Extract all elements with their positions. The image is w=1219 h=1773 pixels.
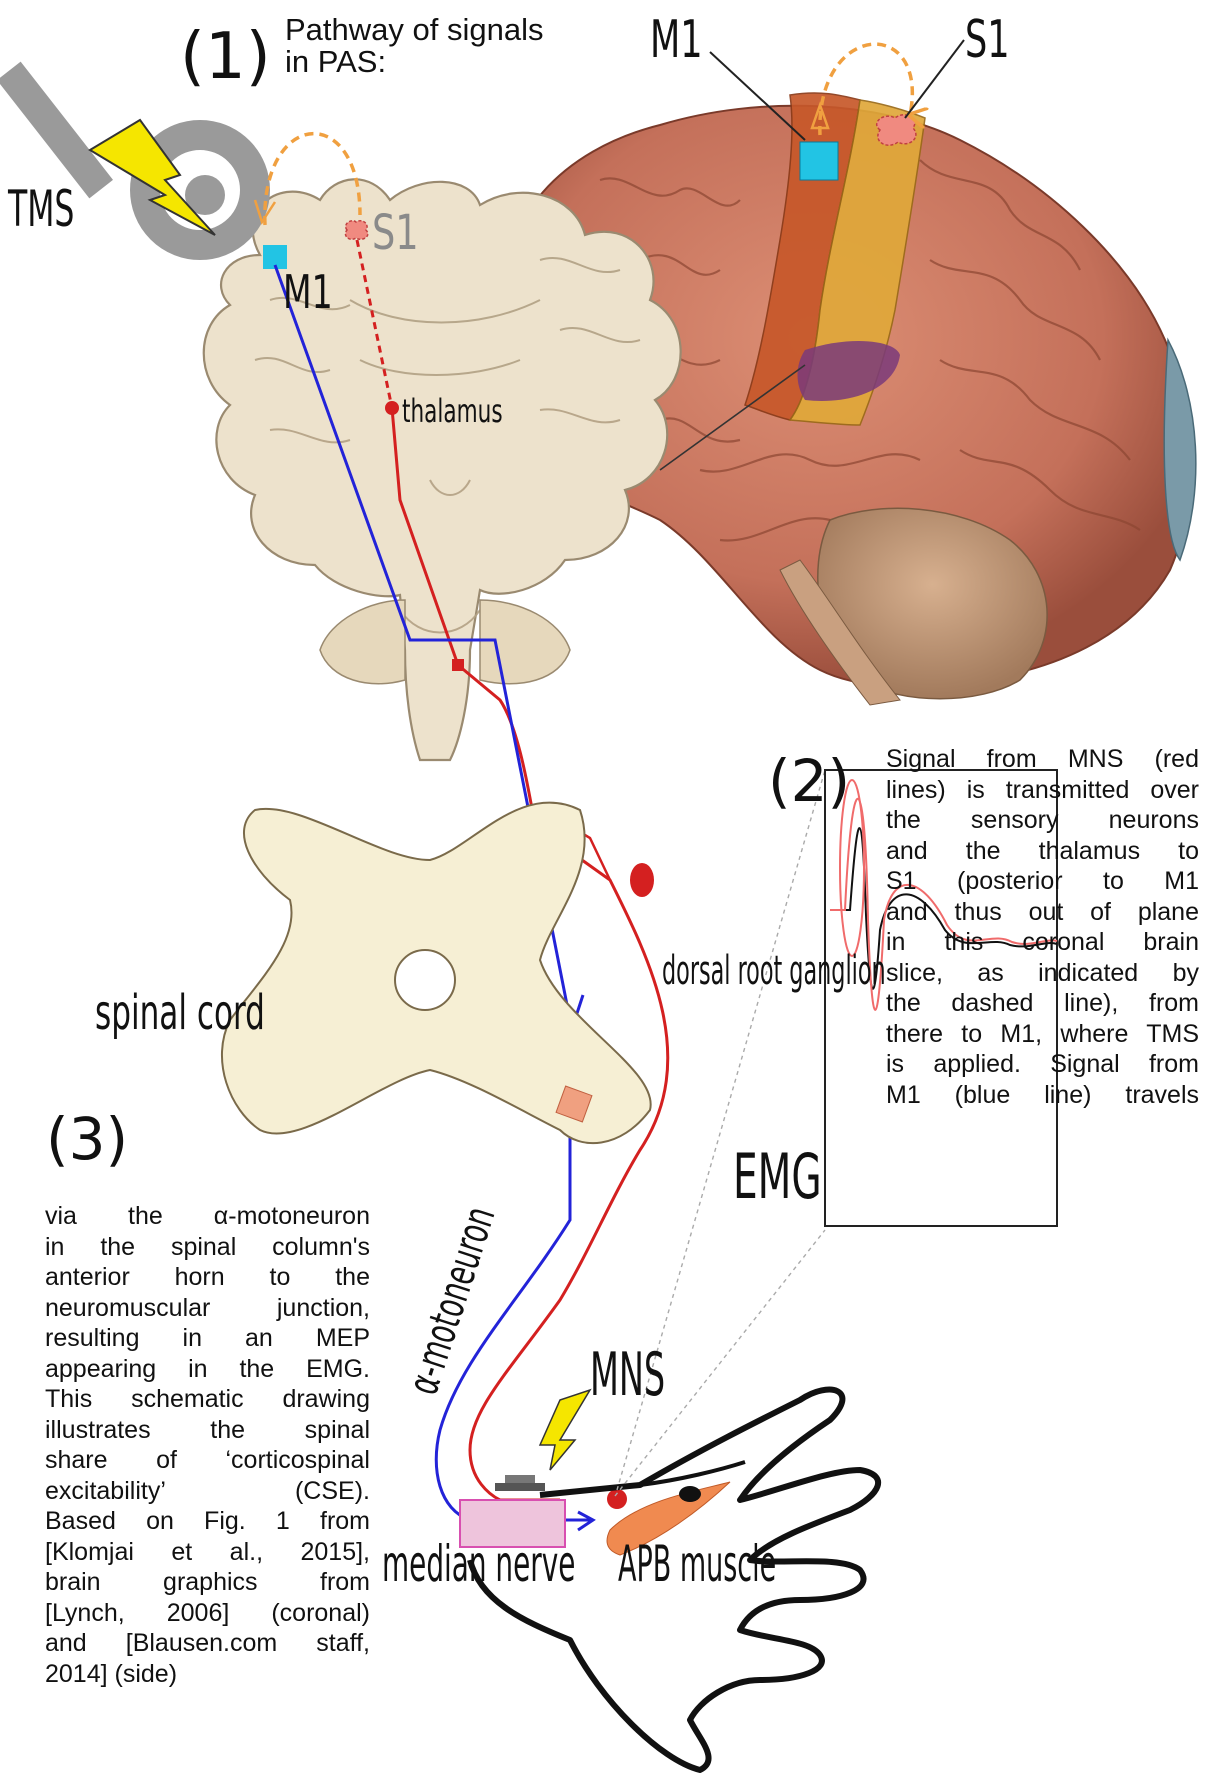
step2-line: there to M1, where TMS bbox=[886, 1019, 1199, 1050]
step2-line: M1 (blue line) travels bbox=[886, 1080, 1199, 1111]
step2-line: the sensory neurons bbox=[886, 805, 1199, 836]
step3-line: neuromuscular junction, bbox=[45, 1293, 370, 1324]
step3-line: appearing in the EMG. bbox=[45, 1354, 370, 1385]
step2-line: in this coronal brain bbox=[886, 927, 1199, 958]
s1-coronal-marker bbox=[345, 221, 367, 240]
step3-line: Based on Fig. 1 from bbox=[45, 1506, 370, 1537]
m1-side-label: M1 bbox=[650, 10, 703, 70]
spinal-cord-illustration bbox=[222, 803, 651, 1144]
step1-title-line2: in PAS: bbox=[285, 46, 543, 78]
s1-side-label: S1 bbox=[965, 10, 1010, 70]
thalamus-label: thalamus bbox=[402, 392, 503, 430]
dorsal-root-ganglion-label: dorsal root ganglion bbox=[662, 948, 886, 994]
mns-label: MNS bbox=[590, 1340, 665, 1410]
s1-side-marker bbox=[877, 115, 916, 145]
step3-line: anterior horn to the bbox=[45, 1262, 370, 1293]
step3-line: brain graphics from bbox=[45, 1567, 370, 1598]
step2-line: S1 (posterior to M1 bbox=[886, 866, 1199, 897]
m1-coronal-label: M1 bbox=[283, 265, 333, 319]
step2-paragraph: Signal from MNS (red lines) is transmitt… bbox=[886, 744, 1199, 1110]
step3-line: 2014] (side) bbox=[45, 1659, 370, 1690]
step1-number: (1) bbox=[180, 25, 271, 89]
thalamus-node bbox=[385, 401, 399, 415]
step2-number: (2) bbox=[768, 752, 850, 810]
step3-line: in the spinal column's bbox=[45, 1232, 370, 1263]
step3-line: via the α-motoneuron bbox=[45, 1201, 370, 1232]
step2-line: Signal from MNS (red bbox=[886, 744, 1199, 775]
step3-paragraph: via the α-motoneuron in the spinal colum… bbox=[45, 1201, 370, 1689]
median-nerve-label: median nerve bbox=[382, 1535, 575, 1593]
step3-line: excitability’ (CSE). bbox=[45, 1476, 370, 1507]
step3-line: [Lynch, 2006] (coronal) bbox=[45, 1598, 370, 1629]
spinal-cord-label: spinal cord bbox=[95, 985, 265, 1041]
step2-line: is applied. Signal from bbox=[886, 1049, 1199, 1080]
step2-line: slice, as indicated by bbox=[886, 958, 1199, 989]
step3-line: resulting in an MEP bbox=[45, 1323, 370, 1354]
step3-line: share of ‘corticospinal bbox=[45, 1445, 370, 1476]
stimulator-icon bbox=[495, 1475, 545, 1491]
step1-title-line1: Pathway of signals bbox=[285, 14, 543, 46]
apb-muscle-label: APB muscle bbox=[618, 1535, 776, 1593]
step3-line: [Klomjai et al., 2015], bbox=[45, 1537, 370, 1568]
step3-line: and [Blausen.com staff, bbox=[45, 1628, 370, 1659]
step2-line: and thus out of plane bbox=[886, 897, 1199, 928]
step2-line: the dashed line), from bbox=[886, 988, 1199, 1019]
step3-line: This schematic drawing bbox=[45, 1384, 370, 1415]
m1-side-marker bbox=[800, 142, 838, 180]
tms-label: TMS bbox=[8, 180, 74, 238]
step2-line: lines) is transmitted over bbox=[886, 775, 1199, 806]
step3-number: (3) bbox=[46, 1110, 128, 1168]
step2-line: and the thalamus to bbox=[886, 836, 1199, 867]
s1-coronal-label: S1 bbox=[372, 205, 419, 261]
dorsal-root-ganglion-node bbox=[630, 863, 654, 897]
step1-title: Pathway of signals in PAS: bbox=[285, 14, 543, 78]
emg-label: EMG bbox=[733, 1140, 822, 1213]
step3-line: illustrates the spinal bbox=[45, 1415, 370, 1446]
